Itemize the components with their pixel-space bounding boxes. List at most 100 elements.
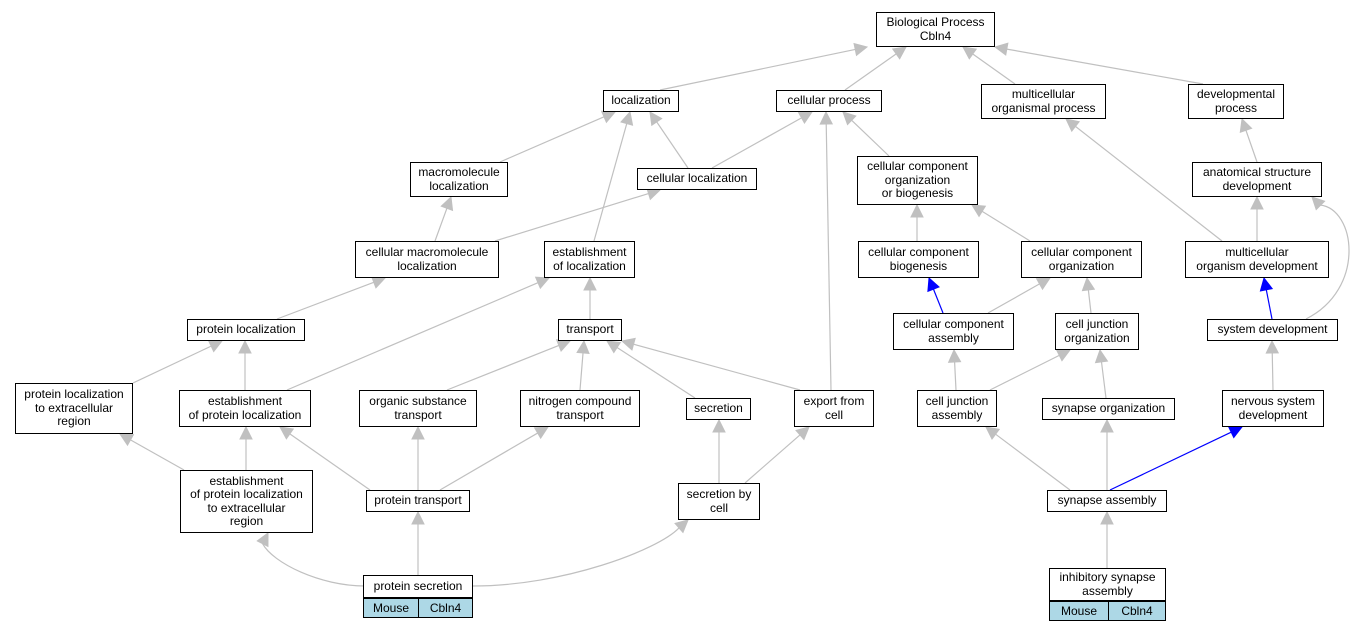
edge-cell_junction_assembly-to-cell_junction_organization [989,354,1060,391]
edge-protein_transport-to-establishment_protein_localization [289,433,371,491]
edge-cellular_macromolecule_localization-to-macromolecule_localization [434,208,448,242]
arrowhead-nitrogen_compound_transport-to-transport [576,339,590,355]
arrowhead-cc_biogenesis-to-ccob [910,203,924,218]
go-term-cc-organization[interactable]: cellular component organization [1021,241,1142,278]
go-term-protein-secretion[interactable]: protein secretion [363,575,473,598]
go-term-localization[interactable]: localization [603,90,679,112]
go-term-macromolecule-localization[interactable]: macromolecule localization [410,162,508,197]
edge-nervous_system_development-to-system_development [1271,352,1274,391]
go-term-cellular-process[interactable]: cellular process [776,90,882,112]
go-term-secretion[interactable]: secretion [686,398,751,420]
go-term-multicellular-organismal-process[interactable]: multicellular organismal process [981,84,1106,119]
edge-ccob-to-cellular_process [851,119,890,157]
annotation-species: Mouse [1049,601,1109,621]
arrowhead-establishment_protein_localization_extracellular-to-establishment_protein_localization [239,425,253,440]
edge-anatomical_structure_development-to-developmental_process [1245,130,1258,163]
edge-cell_junction_organization-to-cc_organization [1087,289,1092,314]
go-term-synapse-organization[interactable]: synapse organization [1042,398,1175,420]
go-term-nervous-system-development[interactable]: nervous system development [1222,390,1324,427]
go-term-export-from-cell[interactable]: export from cell [794,390,874,427]
edge-cellular_macromolecule_localization-to-cellular_localization [494,192,649,242]
go-term-inhibitory-synapse-assembly[interactable]: inhibitory synapse assembly [1049,568,1166,601]
edge-establishment_protein_localization-to-establishment_of_localization [286,282,539,391]
go-term-cell-junction-assembly[interactable]: cell junction assembly [917,390,997,427]
arrowhead-protein_secretion-to-protein_transport [411,510,425,525]
arrowhead-secretion_by_cell-to-secretion [712,418,726,433]
arrowhead-establishment_protein_localization_extracellular-to-protein_localization_extracellular [119,433,135,447]
go-term-system-development[interactable]: system development [1207,319,1338,341]
go-term-synapse-assembly[interactable]: synapse assembly [1047,490,1167,512]
go-term-protein-localization-extracellular[interactable]: protein localization to extracellular re… [15,383,133,434]
arrowhead-protein_transport-to-establishment_protein_localization [279,426,295,440]
edge-synapse_organization-to-cell_junction_organization [1100,361,1107,399]
arrowhead-nervous_system_development-to-system_development [1265,339,1280,354]
edge-developmental_process-to-bp [1006,48,1204,85]
arrowhead-system_development-to-multicellular_organism_development [1259,276,1274,292]
go-term-cellular-macromolecule-localization[interactable]: cellular macromolecule localization [355,241,499,278]
go-term-multicellular-organism-development[interactable]: multicellular organism development [1185,241,1329,278]
arrowhead-anatomical_structure_development-to-developmental_process [1239,117,1253,134]
edge-establishment_protein_localization_extracellular-to-protein_localization_extracellular [130,439,185,471]
arrowhead-protein_transport-to-nitrogen_compound_transport [533,426,549,440]
edge-system_development-to-anatomical_structure_development [1305,204,1350,320]
go-term-protein-localization[interactable]: protein localization [187,319,305,341]
annotation-gene: Cbln4 [418,598,473,618]
edge-export_from_cell-to-cellular_process [825,123,832,391]
edge-secretion_by_cell-to-export_from_cell [744,434,801,484]
arrowhead-localization-to-bp [853,42,869,57]
arrowhead-establishment_of_localization-to-localization [620,110,634,126]
edge-multicellular_organismal_process-to-bp [972,53,1016,85]
edge-export_from_cell-to-transport [633,343,801,391]
arrowhead-developmental_process-to-bp [993,42,1009,56]
arrowhead-secretion_by_cell-to-export_from_cell [795,426,810,441]
edge-cellular_process-to-bp [844,53,897,91]
go-term-organic-substance-transport[interactable]: organic substance transport [359,390,477,427]
go-term-establishment-protein-localization-extracellular[interactable]: establishment of protein localization to… [180,470,313,533]
arrowhead-synapse_assembly-to-synapse_organization [1100,418,1114,433]
arrowhead-synapse_assembly-to-cell_junction_assembly [985,426,1001,440]
arrowhead-export_from_cell-to-cellular_process [819,110,834,125]
arrowhead-multicellular_organism_development-to-multicellular_organismal_process [1065,118,1081,133]
annotation-species: Mouse [363,598,419,618]
edge-protein_localization-to-cellular_macromolecule_localization [276,281,374,320]
arrowhead-synapse_organization-to-cell_junction_organization [1094,348,1109,364]
arrowhead-secretion-to-transport [606,340,622,354]
arrowhead-cellular_process-to-bp [891,46,907,60]
go-term-protein-transport[interactable]: protein transport [366,490,470,512]
go-term-cell-junction-organization[interactable]: cell junction organization [1055,313,1139,350]
go-term-cellular-localization[interactable]: cellular localization [637,168,757,190]
arrowhead-cell_junction_assembly-to-cc_assembly [947,348,962,363]
arrowhead-multicellular_organismal_process-to-bp [962,46,978,60]
go-term-bp[interactable]: Biological Process Cbln4 [876,12,995,47]
edge-organic_substance_transport-to-transport [446,344,560,391]
go-term-secretion-by-cell[interactable]: secretion by cell [678,483,760,520]
arrowhead-cc_organization-to-ccob [971,204,987,218]
edge-synapse_assembly-to-nervous_system_development [1109,431,1232,491]
annotation-gene: Cbln4 [1108,601,1166,621]
go-term-developmental-process[interactable]: developmental process [1188,84,1284,119]
go-term-transport[interactable]: transport [558,319,622,341]
go-term-cc-assembly[interactable]: cellular component assembly [893,313,1014,350]
edge-secretion-to-transport [616,347,696,399]
edge-cc_organization-to-ccob [981,210,1031,242]
arrowhead-cellular_localization-to-cellular_process [797,111,813,125]
go-term-anatomical-structure-development[interactable]: anatomical structure development [1192,162,1322,197]
arrowhead-establishment_protein_localization-to-protein_localization [238,339,252,354]
arrowhead-cellular_localization-to-localization [649,111,663,127]
edge-cc_assembly-to-cc_organization [987,283,1040,314]
arrowhead-cell_junction_organization-to-cc_organization [1081,276,1096,292]
edge-nitrogen_compound_transport-to-transport [579,352,584,391]
edge-protein_localization_extracellular-to-protein_localization [132,345,212,384]
edge-synapse_assembly-to-cell_junction_assembly [995,433,1071,491]
edge-system_development-to-multicellular_organism_development [1265,289,1273,320]
edge-cc_assembly-to-cc_biogenesis [932,288,944,314]
go-term-establishment-protein-localization[interactable]: establishment of protein localization [179,390,311,427]
go-term-establishment-of-localization[interactable]: establishment of localization [544,241,635,278]
edge-cellular_localization-to-cellular_process [711,117,802,169]
go-term-ccob[interactable]: cellular component organization or bioge… [857,156,978,205]
edge-cell_junction_assembly-to-cc_assembly [953,361,957,391]
edge-protein_transport-to-nitrogen_compound_transport [439,432,538,491]
arrowhead-inhibitory_synapse_assembly-to-synapse_assembly [1100,510,1114,525]
go-term-nitrogen-compound-transport[interactable]: nitrogen compound transport [520,390,640,427]
go-term-cc-biogenesis[interactable]: cellular component biogenesis [858,241,979,278]
